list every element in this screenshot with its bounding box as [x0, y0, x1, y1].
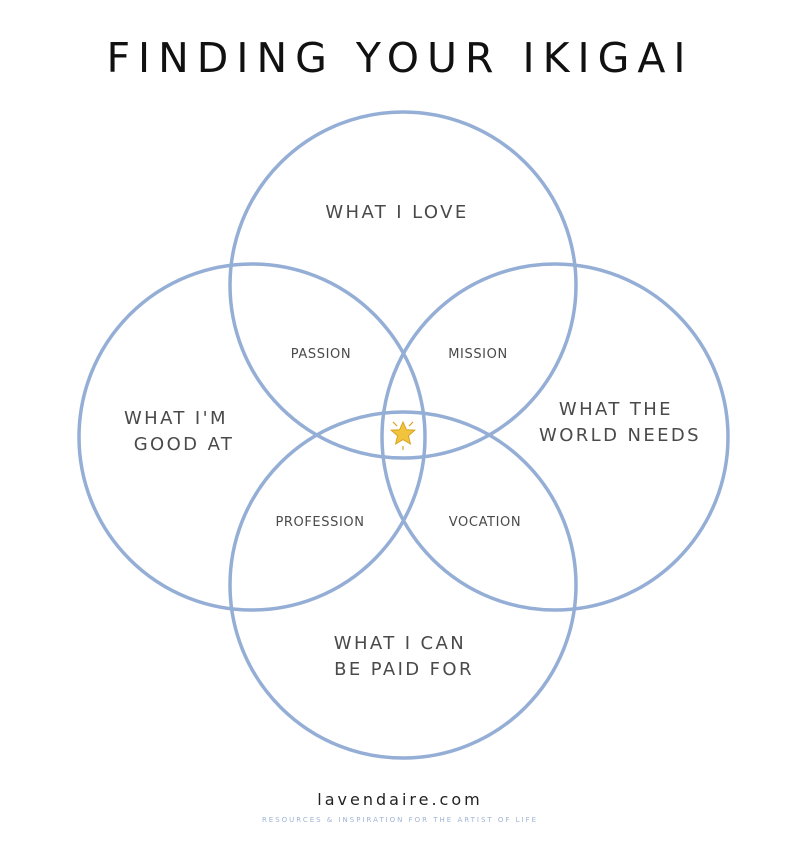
circle-what-i-can-be-paid-for — [228, 410, 578, 760]
label-what-i-can-be-paid-for-line-1: WHAT I CAN — [334, 633, 466, 654]
label-what-im-good-at: WHAT I'M GOOD AT — [124, 408, 236, 455]
label-what-im-good-at-line-1: WHAT I'M — [124, 408, 228, 429]
label-vocation: VOCATION — [449, 515, 521, 530]
label-passion: PASSION — [291, 347, 351, 362]
circle-what-im-good-at — [77, 262, 427, 612]
venn-circles — [77, 110, 730, 760]
label-what-i-can-be-paid-for-line-2: BE PAID FOR — [334, 659, 474, 680]
label-what-i-love-line-1: WHAT I LOVE — [325, 202, 468, 223]
footer-site-name: lavendaire.com — [317, 790, 483, 809]
label-what-the-world-needs: WHAT THE WORLD NEEDS — [539, 399, 701, 446]
page-title: FINDING YOUR IKIGAI — [106, 34, 694, 82]
label-what-the-world-needs-line-1: WHAT THE — [559, 399, 673, 420]
label-mission: MISSION — [448, 347, 508, 362]
circle-what-i-love — [228, 110, 578, 460]
label-what-im-good-at-line-2: GOOD AT — [134, 434, 235, 455]
label-what-i-can-be-paid-for: WHAT I CAN BE PAID FOR — [334, 633, 474, 680]
circle-what-the-world-needs — [380, 262, 730, 612]
label-what-i-love: WHAT I LOVE — [325, 202, 468, 223]
label-what-the-world-needs-line-2: WORLD NEEDS — [539, 425, 701, 446]
footer-tagline: RESOURCES & INSPIRATION FOR THE ARTIST O… — [261, 816, 539, 824]
star-icon — [389, 420, 417, 450]
label-profession: PROFESSION — [275, 515, 364, 530]
